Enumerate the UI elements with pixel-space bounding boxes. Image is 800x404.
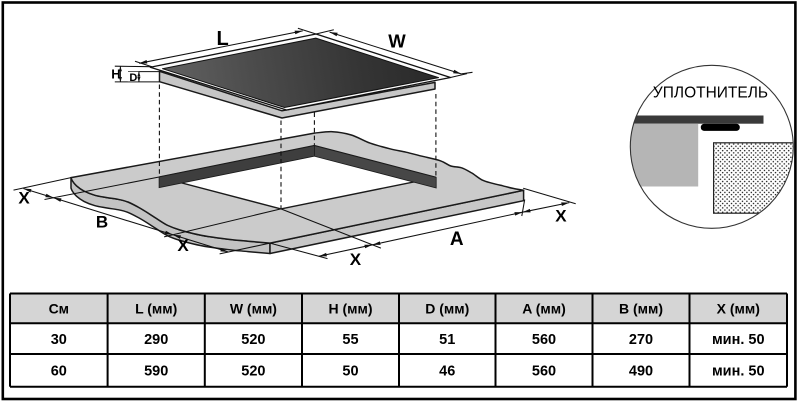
svg-text:УПЛОТНИТЕЛЬ: УПЛОТНИТЕЛЬ (653, 85, 768, 102)
svg-text:H: H (111, 67, 120, 82)
svg-text:55: 55 (342, 332, 358, 348)
svg-text:30: 30 (51, 332, 67, 348)
svg-text:X: X (18, 189, 30, 208)
svg-text:B: B (96, 213, 108, 232)
svg-text:L: L (216, 28, 228, 50)
svg-text:H (мм): H (мм) (328, 301, 372, 317)
svg-text:520: 520 (241, 364, 265, 380)
svg-text:D (мм): D (мм) (425, 301, 469, 317)
svg-text:X (мм): X (мм) (717, 301, 760, 317)
svg-text:мин. 50: мин. 50 (712, 364, 765, 380)
svg-text:См: См (49, 301, 69, 317)
svg-text:мин. 50: мин. 50 (712, 332, 765, 348)
svg-text:D: D (129, 72, 137, 84)
svg-text:B (мм): B (мм) (619, 301, 663, 317)
svg-text:51: 51 (439, 332, 455, 348)
svg-text:560: 560 (532, 364, 556, 380)
svg-text:50: 50 (342, 364, 358, 380)
svg-text:X: X (350, 250, 362, 269)
svg-text:490: 490 (629, 364, 653, 380)
svg-text:290: 290 (144, 332, 168, 348)
svg-text:60: 60 (51, 364, 67, 380)
svg-text:W: W (388, 31, 406, 52)
svg-text:W (мм): W (мм) (230, 301, 277, 317)
svg-text:590: 590 (144, 364, 168, 380)
svg-text:X: X (177, 236, 189, 255)
svg-text:46: 46 (439, 364, 455, 380)
svg-text:A (мм): A (мм) (522, 301, 566, 317)
svg-text:560: 560 (532, 332, 556, 348)
svg-text:270: 270 (629, 332, 653, 348)
svg-text:L (мм): L (мм) (135, 301, 177, 317)
svg-text:X: X (555, 206, 567, 225)
svg-text:A: A (450, 229, 464, 250)
svg-text:520: 520 (241, 332, 265, 348)
